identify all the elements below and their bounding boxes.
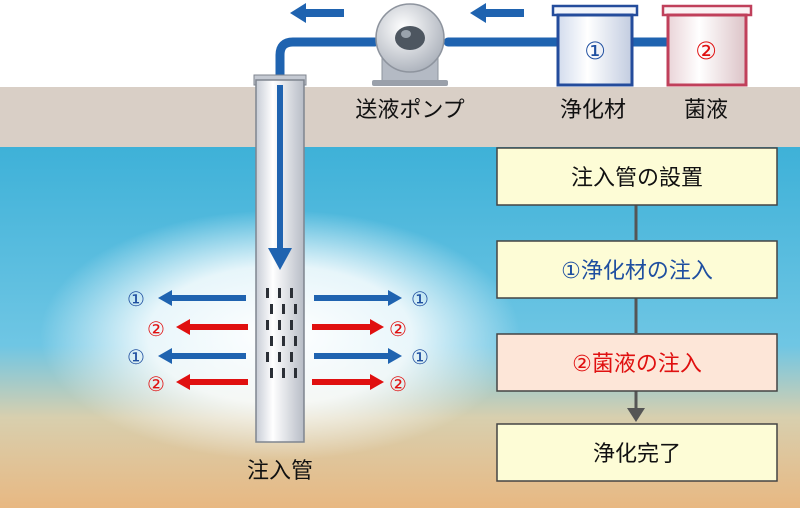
arrow-mark-1: ① <box>127 287 145 311</box>
pipe-slot <box>278 320 281 330</box>
pipe-slot <box>282 304 285 314</box>
flow-direction-arrows <box>290 3 524 23</box>
purifier-tank-mark: ① <box>584 37 606 65</box>
pipe-slot <box>278 352 281 362</box>
left-arrow-icon <box>158 348 246 364</box>
pipe-slot <box>294 368 297 378</box>
pipe-slot <box>278 288 281 298</box>
pipe-slot <box>282 368 285 378</box>
bacteria-tank <box>661 4 753 87</box>
pipe-slot <box>266 352 269 362</box>
right-arrow-icon <box>312 319 384 335</box>
injection-arrow-marks: ① ② ① ② ① ② ① ② <box>127 287 429 396</box>
supply-piping <box>275 37 673 90</box>
flow-step-2: ①浄化材の注入 <box>561 259 713 284</box>
pipe-slot <box>270 304 273 314</box>
pump-label: 送液ポンプ <box>355 98 464 123</box>
right-arrow-icon <box>314 290 402 306</box>
injection-pipe <box>253 74 307 443</box>
pipe-slot <box>290 320 293 330</box>
flow-step-box <box>496 240 778 299</box>
down-arrow-icon <box>268 248 292 270</box>
arrow-mark-2: ② <box>389 317 407 341</box>
pump-icon <box>372 3 448 86</box>
arrow-mark-1: ① <box>411 345 429 369</box>
pipe-slot <box>294 336 297 346</box>
pipe-slot <box>282 336 285 346</box>
pipe-slot <box>290 288 293 298</box>
pipe-label: 注入管 <box>247 459 313 484</box>
purifier-label: 浄化材 <box>560 98 626 123</box>
pipe-slot <box>266 320 269 330</box>
arrow-mark-2: ② <box>147 317 165 341</box>
bacteria-tank-mark: ② <box>695 37 717 65</box>
left-arrow-icon <box>176 319 248 335</box>
arrow-mark-1: ① <box>127 345 145 369</box>
flow-step-4: 浄化完了 <box>593 442 681 467</box>
pipe-slot <box>270 336 273 346</box>
pipe-slot-screen <box>266 288 297 378</box>
left-arrow-icon <box>158 290 246 306</box>
left-arrow-icon <box>290 3 344 23</box>
arrow-mark-2: ② <box>389 372 407 396</box>
right-arrow-icon <box>312 374 384 390</box>
flow-step-box <box>496 147 778 206</box>
pipe-slot <box>266 288 269 298</box>
pipe-slot <box>270 368 273 378</box>
flow-step-box <box>496 423 778 482</box>
down-arrow-icon <box>627 408 645 422</box>
pipe-slot <box>290 352 293 362</box>
right-arrow-icon <box>314 348 402 364</box>
left-arrow-icon <box>176 374 248 390</box>
flow-step-3: ②菌液の注入 <box>572 352 702 377</box>
pipe-slot <box>294 304 297 314</box>
flow-step-box <box>496 333 778 392</box>
flow-step-1: 注入管の設置 <box>571 166 703 191</box>
injection-arrows <box>158 290 402 390</box>
ground-surface <box>0 87 800 147</box>
arrow-mark-1: ① <box>411 287 429 311</box>
process-flow: 注入管の設置 ①浄化材の注入 ②菌液の注入 浄化完了 <box>496 147 778 482</box>
arrow-mark-2: ② <box>147 372 165 396</box>
left-arrow-icon <box>470 3 524 23</box>
bacteria-label: 菌液 <box>684 98 728 123</box>
purifier-tank <box>551 4 639 87</box>
